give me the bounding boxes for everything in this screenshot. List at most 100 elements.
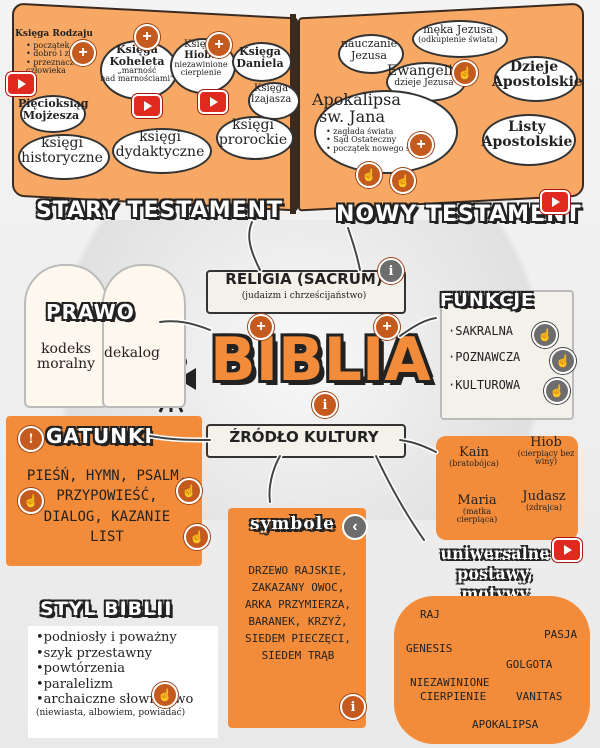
hand-tap-icon[interactable]: ☝ <box>356 162 382 188</box>
daniela-line2: Daniela <box>236 56 284 70</box>
daniela-line1: Księga <box>239 45 281 58</box>
ksiegi-dydaktyczne-line2: dydaktyczne <box>115 143 205 160</box>
person-judasz: Judasz (zdrajca) <box>514 490 574 512</box>
youtube-play-icon[interactable] <box>6 72 36 96</box>
funkcje-label: SAKRALNA <box>455 324 514 338</box>
plus-button[interactable]: + <box>134 24 160 50</box>
koheleta-quote: „marność <box>117 66 157 76</box>
styl-item: •powtórzenia <box>36 661 126 677</box>
motif-apokalipsa: APOKALIPSA <box>472 718 539 731</box>
cloud <box>232 42 292 82</box>
pieciksiag-line2: Mojżesza <box>22 108 80 122</box>
hand-tap-icon[interactable]: ☝ <box>550 348 576 374</box>
chevron-left-icon[interactable]: ‹ <box>342 514 368 540</box>
plus-button[interactable]: + <box>206 32 232 58</box>
styl-item: •szyk przestawny <box>36 645 153 661</box>
bullet: • początek <box>26 41 70 50</box>
youtube-play-icon[interactable] <box>198 90 228 114</box>
plus-button[interactable]: + <box>374 314 400 340</box>
person-name: Judasz <box>522 489 566 504</box>
plus-button[interactable]: + <box>70 40 96 66</box>
hand-tap-icon[interactable]: ☝ <box>532 322 558 348</box>
apokalipsa-line2: św. Jana <box>319 106 385 126</box>
dekalog-label: dekalog <box>104 345 160 361</box>
info-button[interactable]: i <box>312 392 338 418</box>
person-name: Maria <box>457 493 497 508</box>
youtube-play-icon[interactable] <box>540 190 570 214</box>
meka-line2: (odkupienie świata) <box>418 34 498 44</box>
symbole-panel <box>228 508 366 728</box>
hand-tap-icon[interactable]: ☝ <box>152 682 178 708</box>
apokalipsa-line1: Apokalipsa <box>312 90 401 109</box>
symbole-title: symbole <box>250 514 335 534</box>
nauczanie-line2: Jezusa <box>350 48 387 62</box>
postawy-title-line: postawy, <box>457 564 533 583</box>
hand-tap-icon[interactable]: ☝ <box>544 378 570 404</box>
funkcje-title: FUNKCJE <box>440 290 535 311</box>
motif-niezawinione: NIEZAWINIONE <box>410 676 490 689</box>
person-kain: Kain (bratobójca) <box>444 446 504 468</box>
pieciksiag-line1: Pięcioksiąg <box>18 97 89 110</box>
gatunki-line: LIST <box>90 528 124 545</box>
ksiegi-historyczne-label: księgi historyczne <box>18 136 106 165</box>
styl-note: (niewiasta, albowiem, powiadać) <box>36 707 186 718</box>
info-button[interactable]: i <box>378 258 404 284</box>
izajasza-line2: Izajasza <box>250 93 292 105</box>
person-maria: Maria (matka cierpiąca) <box>442 494 512 524</box>
cloud <box>338 34 404 74</box>
funkcje-item-kulturowa: ·KULTUROWA <box>448 378 521 392</box>
people-panel <box>436 436 578 540</box>
styl-title: STYL BIBLII <box>40 598 173 620</box>
pieciksiag-label: Pięcioksiąg Mojżesza <box>18 97 89 122</box>
cloud <box>482 114 576 166</box>
listy-label: Listy Apostolskie <box>480 120 574 149</box>
symbol-item: SIEDEM PIECZĘCI, <box>245 632 351 646</box>
plus-button[interactable]: + <box>248 314 274 340</box>
nauczanie-line1: nauczanie <box>340 37 398 50</box>
symbol-item: SIEDEM TRĄB <box>261 649 335 663</box>
motif-golgota: GOLGOTA <box>506 658 553 671</box>
old-testament-spine <box>290 14 296 214</box>
hand-tap-icon[interactable]: ☝ <box>184 524 210 550</box>
gatunki-title: GATUNKI <box>46 424 153 448</box>
bullet: • Sąd Ostateczny <box>326 135 397 145</box>
hand-tap-icon[interactable]: ☝ <box>176 478 202 504</box>
funkcje-label: KULTUROWA <box>455 378 521 392</box>
motif-raj: RAJ <box>420 608 440 621</box>
hioba-note2: cierpienie <box>180 68 222 78</box>
dzieje-line1: Dzieje <box>509 59 559 75</box>
person-name: Kain <box>459 445 489 460</box>
person-name: Hiob <box>530 435 562 450</box>
youtube-play-icon[interactable] <box>552 538 582 562</box>
alert-icon[interactable]: ! <box>18 426 44 452</box>
youtube-play-icon[interactable] <box>132 94 162 118</box>
cloud <box>20 95 86 133</box>
tablet-left <box>24 264 108 408</box>
person-hiob: Hiob (cierpiący bez winy) <box>514 436 578 466</box>
hioba-label: Księga Hioba niezawinione cierpienie <box>168 39 234 78</box>
styl-panel <box>28 626 218 738</box>
hioba-line2: Hioba <box>184 49 218 61</box>
plus-button[interactable]: + <box>408 132 434 158</box>
motif-vanitas: VANITAS <box>516 690 563 703</box>
dzieje-label: Dzieje Apostolskie <box>492 59 583 89</box>
gatunki-line: DIALOG, KAZANIE <box>43 508 171 525</box>
prawo-title: PRAWO <box>46 300 135 324</box>
info-button[interactable]: i <box>340 694 366 720</box>
hioba-note: niezawinione <box>174 60 228 69</box>
funkcje-item-poznawcza: ·POZNAWCZA <box>448 350 521 364</box>
old-testament-title: STARY TESTAMENT <box>36 198 284 223</box>
hand-tap-icon[interactable]: ☝ <box>390 168 416 194</box>
hand-tap-icon[interactable]: ☝ <box>452 60 478 86</box>
tablet-right <box>102 264 186 408</box>
zrodlo-title: ŹRÓDŁO KULTURY <box>229 428 379 446</box>
koheleta-label: Księga Koheleta „marność nad marnościami… <box>98 44 176 84</box>
hand-tap-icon[interactable]: ☝ <box>18 488 44 514</box>
kodeks-line1: kodeks <box>41 341 91 357</box>
koheleta-line2: Koheleta <box>109 54 165 68</box>
cloud <box>18 134 110 180</box>
styl-item: •paralelizm <box>36 676 114 692</box>
bullet: • przeznaczenie <box>26 57 92 67</box>
ksiega-rodzaju-bullets: • początek • dobro i zło • przeznaczenie… <box>26 41 96 76</box>
